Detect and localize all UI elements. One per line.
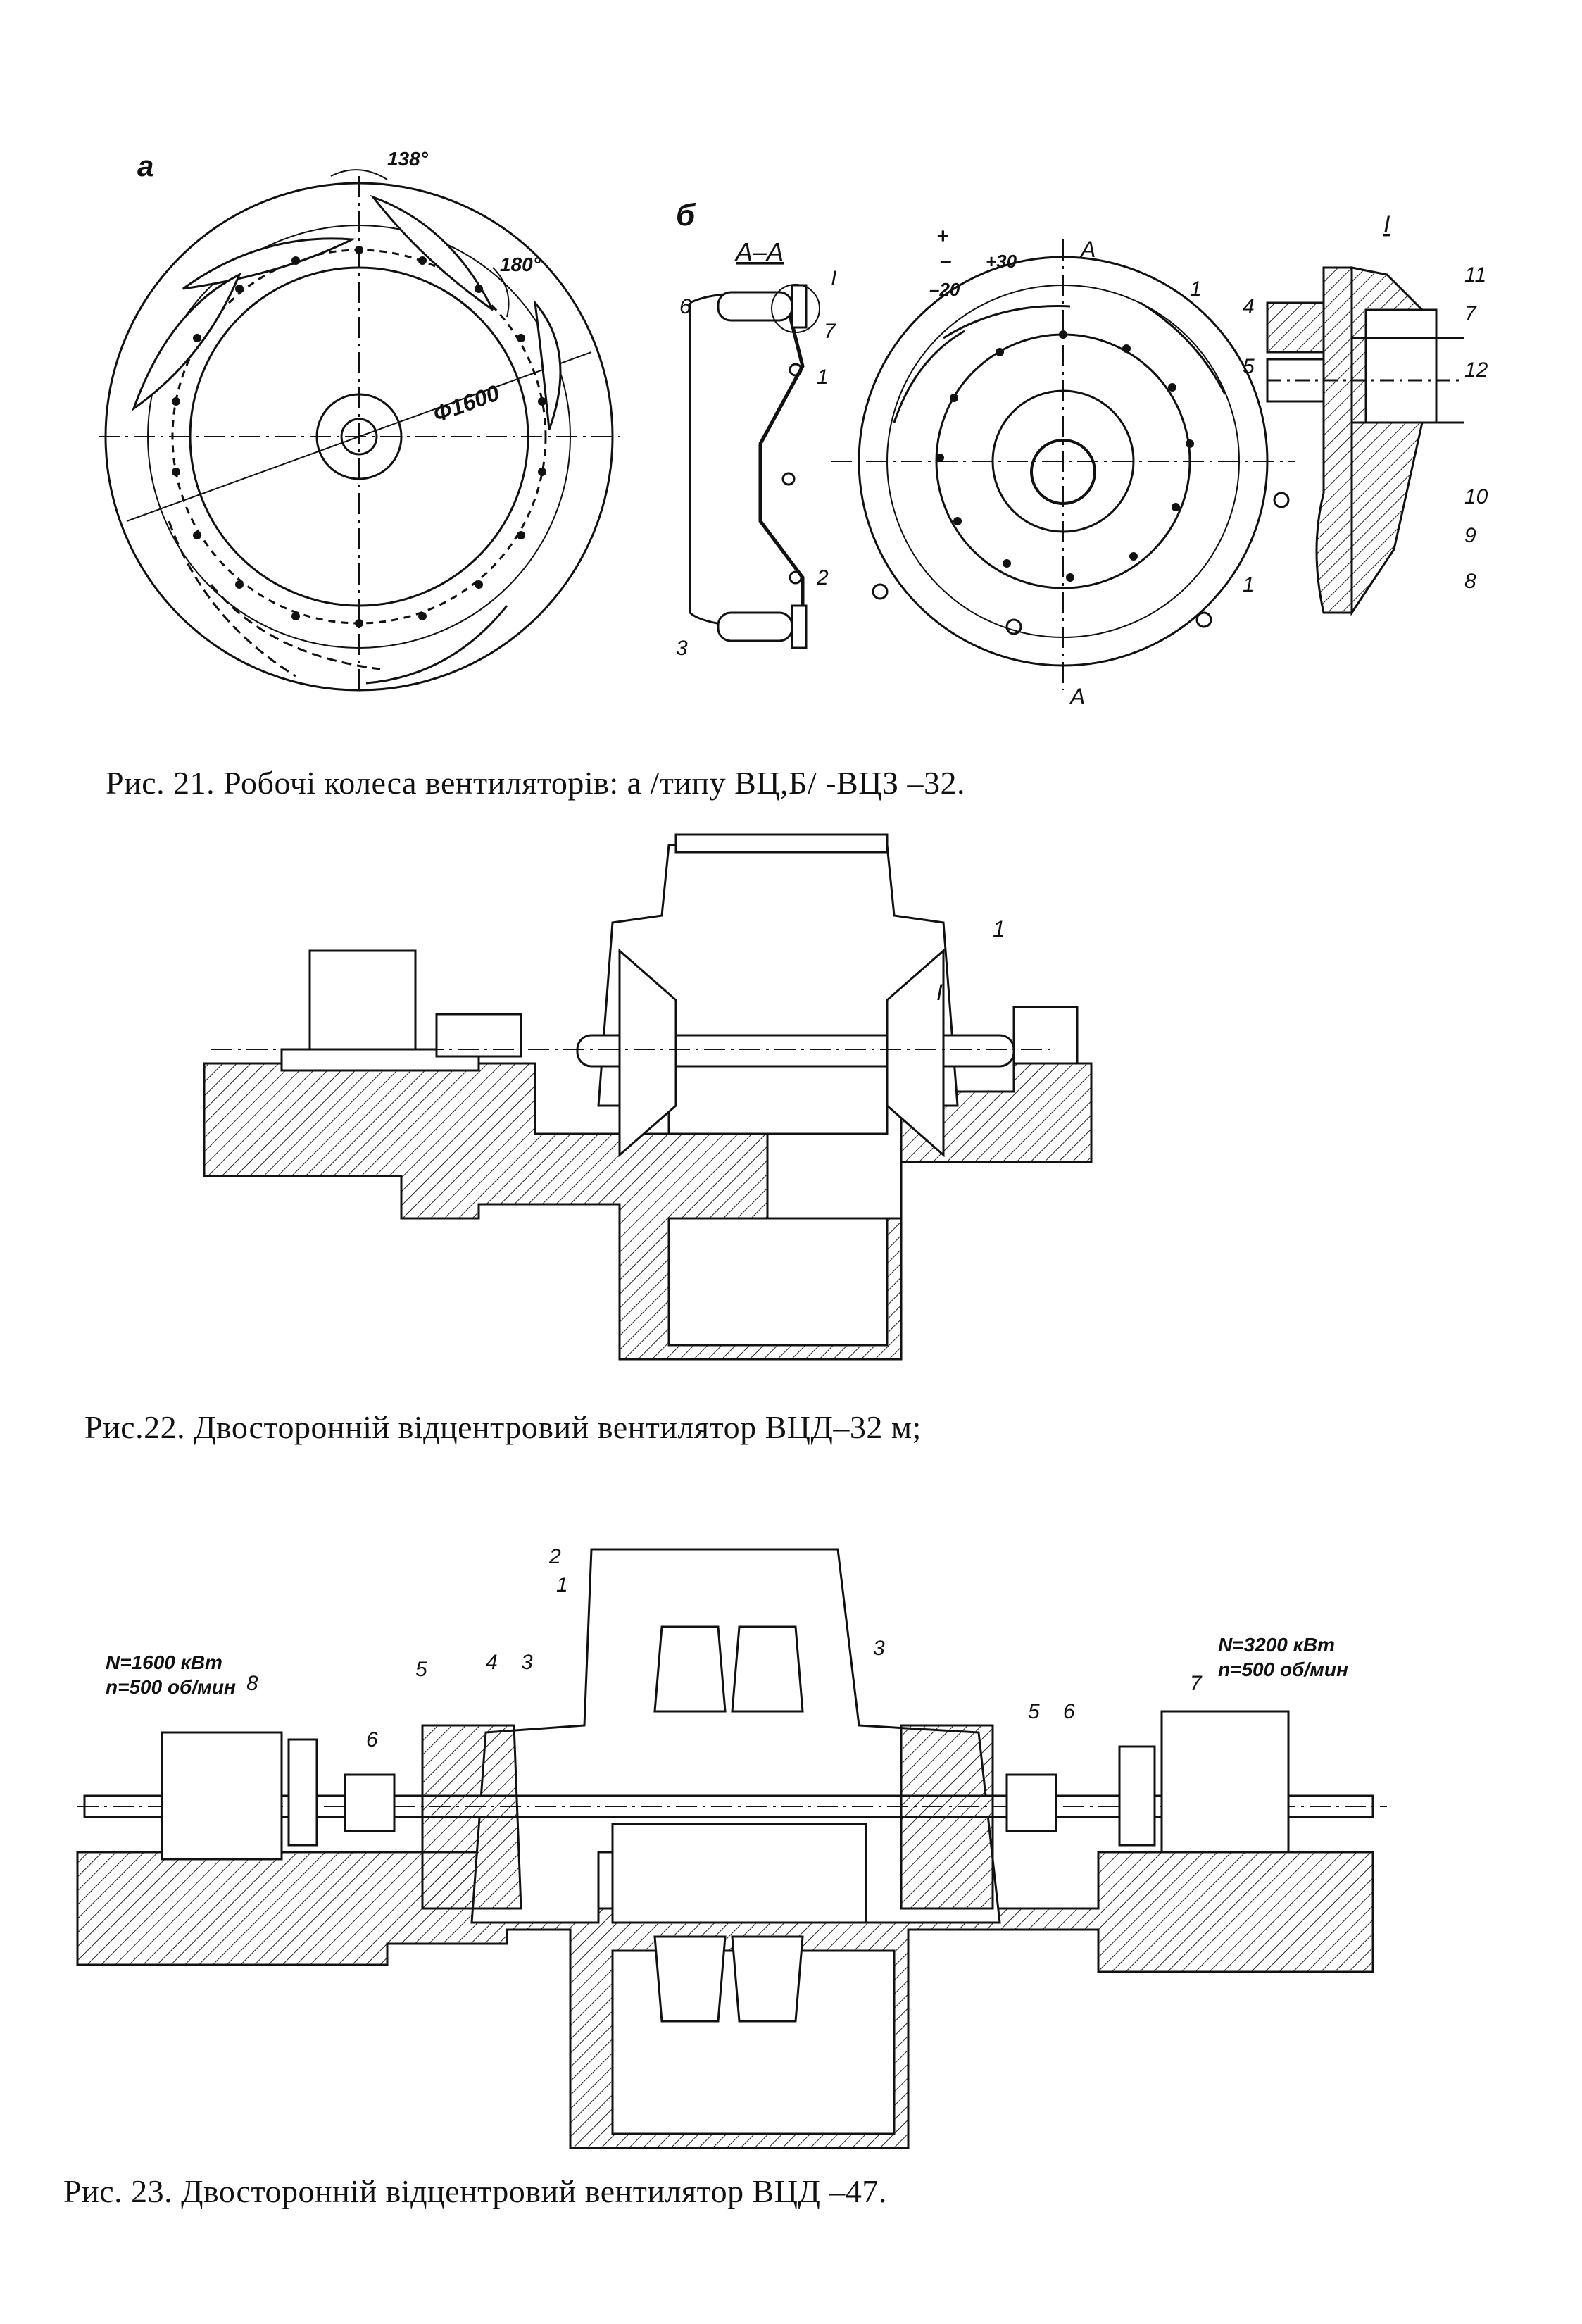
detail-part-9: 9	[1464, 524, 1476, 547]
panel-b-label: б	[676, 198, 696, 232]
detail-part-5: 5	[1243, 355, 1255, 378]
fig22-part-1: 1	[993, 916, 1005, 942]
adj-minus20: –20	[929, 279, 960, 300]
cut-a-bottom: А	[1069, 684, 1085, 709]
figure-22-drawing: 1 I	[203, 833, 1093, 1361]
fig23-part-5-right: 5	[1028, 1700, 1040, 1723]
fig23-part-4: 4	[486, 1651, 498, 1674]
figure-23-caption: Рис. 23. Двосторонній відцентровий венти…	[63, 2173, 887, 2209]
angle-138-label: 138°	[387, 148, 429, 170]
fig23-part-7: 7	[1190, 1672, 1203, 1695]
detail-part-1: 1	[1243, 573, 1255, 596]
adj-minus: –	[940, 249, 952, 273]
section-aa-drawing	[689, 284, 820, 649]
detail-part-10: 10	[1464, 485, 1488, 508]
adj-plus30: +30	[986, 251, 1017, 272]
diameter-label: Φ1600	[429, 380, 503, 427]
detail-part-4: 4	[1243, 295, 1255, 318]
figure-21-caption: Рис. 21. Робочі колеса вентиляторів: а /…	[106, 765, 965, 801]
fig22-detail-I: I	[936, 980, 943, 1005]
panel-a-label: а	[137, 149, 153, 182]
section-detail-I: I	[831, 267, 836, 290]
figure-23: N=1600 кВт n=500 об/мин N=3200 кВт n=500…	[63, 1514, 1507, 2162]
section-part-7: 7	[824, 320, 836, 343]
figure-21: а 138° 180° Φ1600 б А–А 6 I 7 1 2 3	[84, 127, 1500, 746]
section-part-1: 1	[817, 366, 829, 389]
figure-23-drawing: N=1600 кВт n=500 об/мин N=3200 кВт n=500…	[76, 1545, 1387, 2149]
figure-21-drawing: а 138° 180° Φ1600 б А–А 6 I 7 1 2 3	[99, 148, 1488, 709]
angle-180-label: 180°	[500, 254, 541, 275]
figure-22-caption: Рис.22. Двосторонній відцентровий вентил…	[84, 1409, 922, 1445]
fig23-part-5-left: 5	[415, 1658, 427, 1681]
detail-part-11: 11	[1464, 263, 1486, 287]
motor-right-speed: n=500 об/мин	[1218, 1658, 1348, 1680]
figure-22: 1 I	[183, 824, 1464, 1394]
detail-part-8: 8	[1464, 570, 1476, 593]
section-part-6: 6	[679, 295, 691, 318]
cut-a-top: А	[1079, 237, 1096, 262]
fig23-part-8: 8	[246, 1672, 258, 1695]
detail-part-7: 7	[1464, 302, 1477, 325]
motor-left-power: N=1600 кВт	[106, 1651, 222, 1673]
fig23-part-3-right: 3	[873, 1637, 885, 1660]
front-part-1: 1	[1190, 277, 1202, 301]
detail-I-title: I	[1383, 211, 1390, 238]
detail-part-12: 12	[1464, 358, 1488, 382]
section-part-2: 2	[816, 566, 829, 589]
impeller-b	[831, 239, 1295, 690]
fig23-part-6-left: 6	[366, 1728, 378, 1751]
detail-I-drawing	[1266, 266, 1464, 616]
section-part-3: 3	[676, 637, 688, 660]
fig23-part-3-left: 3	[521, 1651, 533, 1674]
adj-plus: +	[936, 225, 949, 248]
section-aa-label: А–А	[734, 237, 784, 266]
fig23-part-2: 2	[548, 1545, 561, 1568]
fig23-part-6-right: 6	[1063, 1700, 1075, 1723]
fig23-part-1: 1	[556, 1573, 568, 1597]
motor-right-power: N=3200 кВт	[1218, 1634, 1335, 1656]
motor-left-speed: n=500 об/мин	[106, 1676, 236, 1698]
impeller-a	[99, 169, 620, 692]
